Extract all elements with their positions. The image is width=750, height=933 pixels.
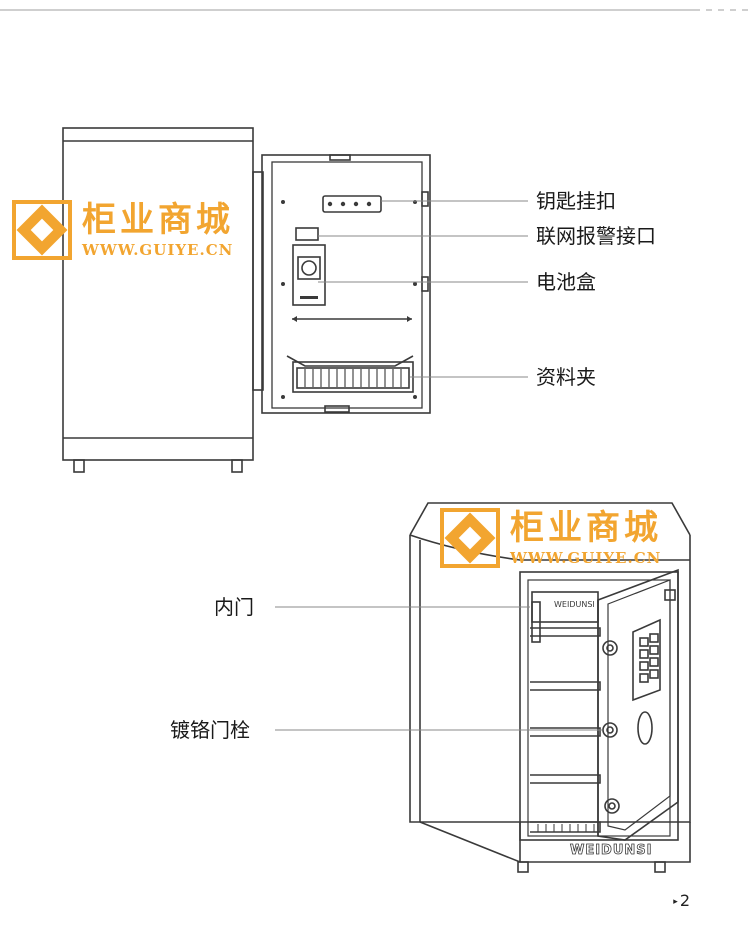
label-inner-door: 内门 [214, 595, 254, 619]
page-marker-icon: ▸ [673, 896, 678, 907]
watermark-name: 柜业商城 [510, 507, 662, 548]
label-file-holder: 资料夹 [536, 365, 596, 389]
page-number: ▸2 [673, 891, 690, 910]
watermark-top: 柜业商城 WWW.GUIYE.CN [12, 200, 234, 260]
watermark-url: WWW.GUIYE.CN [510, 548, 662, 567]
label-battery-box: 电池盒 [536, 270, 596, 294]
header-rule [0, 9, 750, 11]
watermark-logo-icon [12, 200, 72, 260]
watermark-url: WWW.GUIYE.CN [82, 240, 234, 259]
label-key-hook: 钥匙挂扣 [536, 189, 616, 213]
watermark-bottom: 柜业商城 WWW.GUIYE.CN [440, 508, 662, 568]
watermark-name: 柜业商城 [82, 199, 234, 240]
base-brand-text: WEIDUNSI [570, 843, 652, 858]
watermark-logo-icon [440, 508, 500, 568]
label-chrome-door-bolt: 镀铬门栓 [170, 718, 250, 742]
page-number-value: 2 [679, 891, 690, 910]
inner-brand-text: WEIDUNSI [554, 600, 595, 609]
label-network-alarm-port: 联网报警接口 [536, 224, 656, 248]
safe-door-diagram [62, 127, 528, 473]
